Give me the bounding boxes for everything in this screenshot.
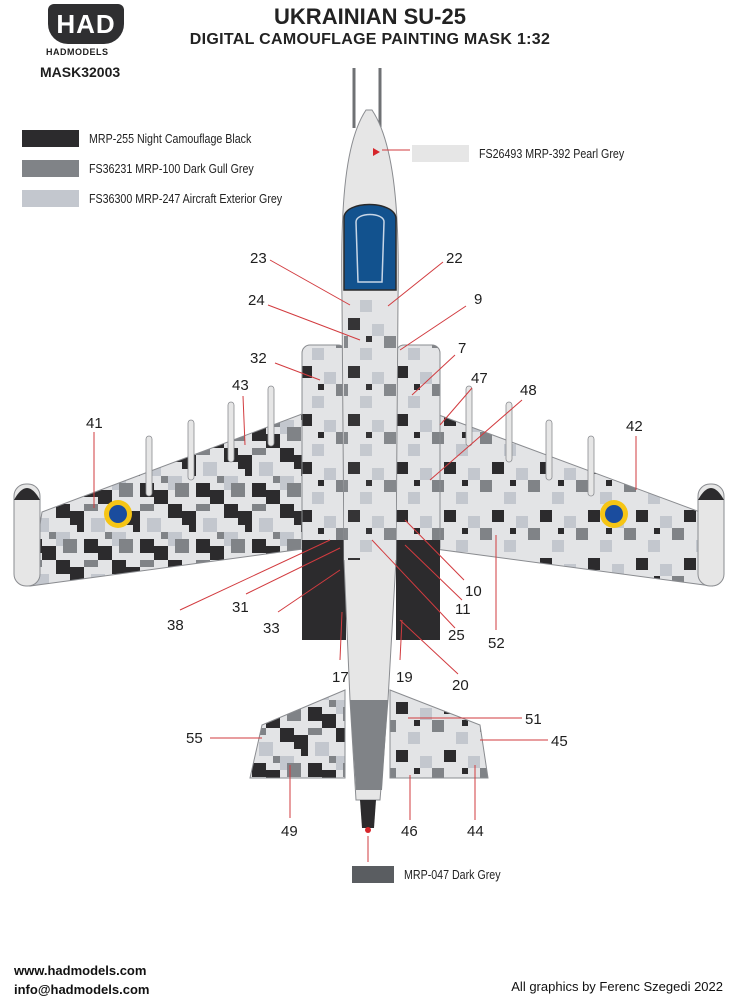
right-pod-tip <box>698 488 724 500</box>
callout-33: 33 <box>263 620 280 637</box>
left-engine-nacelle <box>301 344 347 556</box>
legend-item-night-black: MRP-255 Night Camouflage Black <box>22 130 287 147</box>
callout-19: 19 <box>396 669 413 686</box>
callout-10: 10 <box>465 583 482 600</box>
legend-swatch <box>22 160 79 177</box>
product-code: MASK32003 <box>40 64 121 80</box>
legend-item-exterior-grey: FS36300 MRP-247 Aircraft Exterior Grey <box>22 190 325 207</box>
right-engine-nacelle <box>395 344 441 556</box>
right-tailplane <box>389 689 489 779</box>
legend-swatch <box>352 866 394 883</box>
footer-website[interactable]: www.hadmodels.com <box>14 963 147 978</box>
left-engine-black-block <box>302 540 346 640</box>
legend-label: FS36300 MRP-247 Aircraft Exterior Grey <box>89 191 283 206</box>
left-wing <box>29 407 319 587</box>
page-subtitle: DIGITAL CAMOUFLAGE PAINTING MASK 1:32 <box>189 31 551 48</box>
right-wingtip-pod <box>697 483 725 587</box>
legend-label: MRP-047 Dark Grey <box>404 867 501 882</box>
callout-17: 17 <box>332 669 349 686</box>
legend-item-pearl-grey: FS26493 MRP-392 Pearl Grey <box>412 145 656 162</box>
callout-41: 41 <box>86 415 103 432</box>
legend-label: MRP-255 Night Camouflage Black <box>89 131 252 146</box>
legend-swatch <box>412 145 469 162</box>
page-title: UKRAINIAN SU-25 <box>274 4 466 29</box>
left-pod-tip <box>14 488 40 500</box>
canopy-frame <box>355 213 385 283</box>
callout-9: 9 <box>474 291 482 308</box>
right-wing <box>419 407 713 587</box>
leader-lines <box>93 149 637 862</box>
callout-11: 11 <box>455 601 471 618</box>
callout-31: 31 <box>232 599 249 616</box>
legend-swatch <box>22 190 79 207</box>
canopy <box>343 203 397 291</box>
brand-name: HADMODELS <box>46 47 109 57</box>
callout-20: 20 <box>452 677 469 694</box>
left-wingtip-pod <box>13 483 41 587</box>
callout-43: 43 <box>232 377 249 394</box>
callout-38: 38 <box>167 617 184 634</box>
callout-23: 23 <box>250 250 267 267</box>
callout-7: 7 <box>458 340 466 357</box>
left-roundel <box>104 500 132 528</box>
callout-42: 42 <box>626 418 643 435</box>
left-tailplane <box>249 689 346 779</box>
callout-51: 51 <box>525 711 542 728</box>
callout-44: 44 <box>467 823 484 840</box>
callout-48: 48 <box>520 382 537 399</box>
tail-section <box>350 700 388 790</box>
legend-item-dark-gull-grey: FS36231 MRP-100 Dark Gull Grey <box>22 160 290 177</box>
callout-55: 55 <box>186 730 203 747</box>
callout-25: 25 <box>448 627 465 644</box>
tail-cone <box>360 800 376 828</box>
callout-22: 22 <box>446 250 463 267</box>
legend-label: FS26493 MRP-392 Pearl Grey <box>479 146 625 161</box>
callout-45: 45 <box>551 733 568 750</box>
footer-credit: All graphics by Ferenc Szegedi 2022 <box>511 979 723 994</box>
callout-52: 52 <box>488 635 505 652</box>
callout-49: 49 <box>281 823 298 840</box>
legend-swatch <box>22 130 79 147</box>
had-logo: HAD <box>48 4 124 44</box>
callout-46: 46 <box>401 823 418 840</box>
right-roundel <box>600 500 628 528</box>
legend-label: FS36231 MRP-100 Dark Gull Grey <box>89 161 254 176</box>
tail-light <box>365 827 371 833</box>
fuselage-camo-section <box>344 300 396 560</box>
callout-24: 24 <box>248 292 265 309</box>
pylon-stores <box>145 385 595 497</box>
legend-item-dark-grey: MRP-047 Dark Grey <box>352 866 522 883</box>
callout-32: 32 <box>250 350 267 367</box>
footer-email[interactable]: info@hadmodels.com <box>14 982 150 997</box>
callout-47: 47 <box>471 370 488 387</box>
callout-labels: 23 22 24 9 32 7 43 47 48 41 42 38 31 33 … <box>86 250 643 840</box>
right-engine-black-block <box>396 540 440 640</box>
nose-red-marking <box>373 148 380 156</box>
